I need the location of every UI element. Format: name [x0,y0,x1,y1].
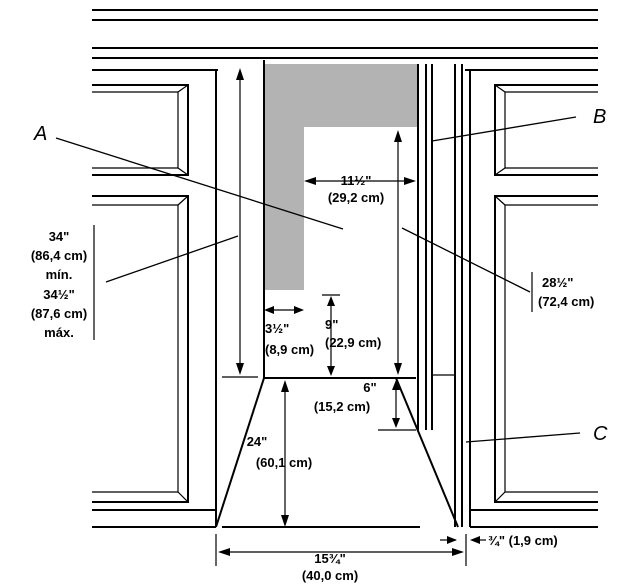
callout-b: B [593,106,606,128]
callout-c: C [593,423,608,445]
depth-in: 24" [247,434,268,449]
height-max-cm: (87,6 cm) [31,306,87,321]
offset-top-in: 9" [325,317,338,332]
width-bottom-in: 15¾" [314,551,345,566]
right-side-panel [417,64,463,527]
width-bottom-cm: (40,0 cm) [302,568,358,583]
height-max-word: máx. [44,325,74,340]
width-upper-in: 11½" [341,173,372,188]
opening-outline [215,60,459,528]
height-min-in: 34" [49,229,70,244]
floor-to-shade-in: 6" [363,380,376,395]
callout-a: A [33,123,47,145]
height-right-cm: (72,4 cm) [538,294,594,309]
offset-top-cm: (22,9 cm) [325,335,381,350]
height-min-cm: (86,4 cm) [31,248,87,263]
countertop [92,9,598,59]
floor-to-shade-cm: (15,2 cm) [314,399,370,414]
left-cabinet [92,69,218,528]
height-right-in: 28½" [542,275,573,290]
height-max-in: 34½" [43,287,74,302]
shaded-area [264,64,418,290]
leader-lines [55,116,581,443]
dimension-lines [215,68,486,566]
dimension-labels: 34" (86,4 cm) mín. 34½" (87,6 cm) máx. 1… [31,173,595,583]
gap-label: ¾" (1,9 cm) [488,533,558,548]
height-min-word: mín. [46,267,73,282]
offset-side-in: 3½" [265,321,289,336]
offset-side-cm: (8,9 cm) [265,342,314,357]
depth-cm: (60,1 cm) [256,455,312,470]
width-upper-cm: (29,2 cm) [328,190,384,205]
